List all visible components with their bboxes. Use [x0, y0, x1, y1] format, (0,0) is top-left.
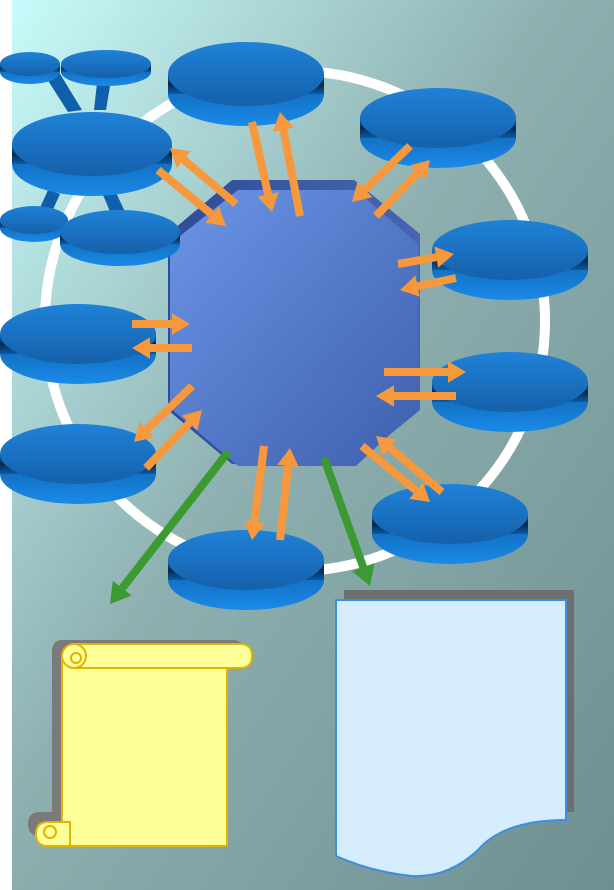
document-icon	[335, 590, 574, 878]
exchange-arrow	[276, 448, 299, 541]
node-disc-top-right	[360, 88, 516, 168]
scroll-icon	[28, 640, 254, 847]
sub-node-disc	[60, 210, 180, 266]
sub-node-disc	[61, 50, 151, 86]
exchange-arrow	[373, 160, 430, 219]
exchange-arrows	[132, 112, 466, 541]
exchange-arrow	[132, 313, 190, 335]
node-disc-right-upper	[432, 220, 588, 300]
node-disc-left-upper	[0, 304, 156, 384]
exchange-arrow	[132, 337, 192, 359]
exchange-arrow	[359, 442, 430, 502]
exchange-arrow	[272, 112, 304, 217]
output-arrow-document	[320, 456, 375, 586]
exchange-arrow	[143, 410, 202, 471]
sub-node-disc	[0, 52, 60, 84]
exchange-arrow	[376, 436, 445, 496]
hub-octagon	[168, 180, 420, 466]
exchange-arrow	[397, 246, 454, 268]
exchange-arrow	[243, 445, 268, 540]
node-disc-right-lower	[432, 352, 588, 432]
node-disc-bottom-right	[372, 484, 528, 564]
exchange-arrow	[400, 274, 457, 297]
exchange-arrow	[384, 361, 466, 383]
exchange-arrow	[134, 383, 195, 442]
exchange-arrow	[170, 148, 239, 208]
node-cluster-top-left	[0, 50, 180, 266]
node-disc-top	[168, 42, 324, 126]
node-disc-top-left	[12, 112, 172, 196]
node-disc-bottom	[168, 530, 324, 610]
sub-node-disc	[0, 206, 68, 242]
exchange-arrow	[376, 385, 456, 407]
output-arrow-scroll	[110, 449, 232, 604]
output-arrows	[110, 449, 375, 604]
exchange-arrow	[155, 166, 226, 226]
node-disc-left-lower	[0, 424, 156, 504]
exchange-arrow	[248, 121, 279, 212]
exchange-arrow	[352, 143, 413, 202]
